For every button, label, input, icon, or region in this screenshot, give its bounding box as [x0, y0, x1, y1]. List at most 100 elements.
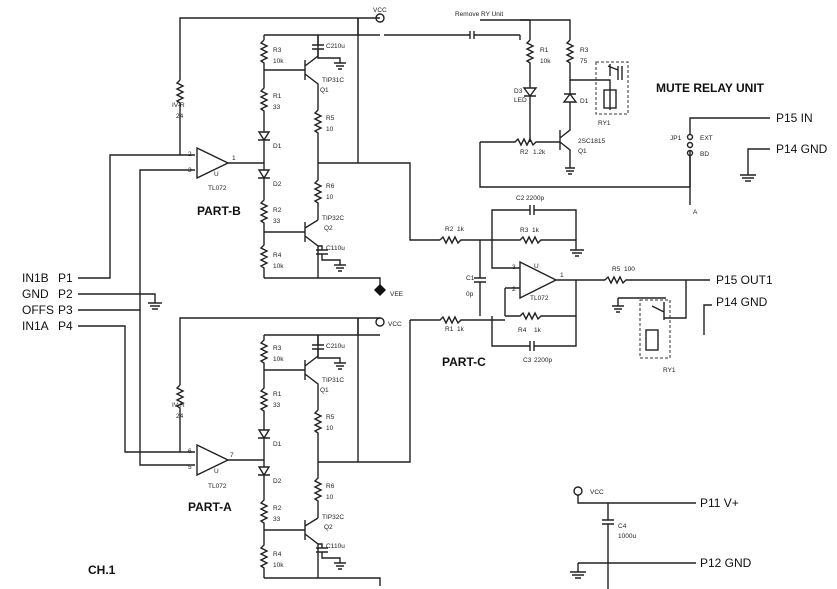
svg-text:JP1: JP1: [670, 135, 682, 142]
svg-text:R6: R6: [326, 183, 335, 190]
pin-label-gnd: GND: [22, 287, 49, 301]
svg-text:C2: C2: [326, 343, 335, 350]
vcc-label-top: VCC: [373, 7, 387, 14]
svg-text:R5: R5: [612, 266, 621, 273]
pin-label-in1b: IN1B: [22, 271, 49, 285]
svg-text:R3: R3: [273, 345, 282, 352]
svg-text:24: 24: [176, 113, 184, 120]
svg-text:R3: R3: [520, 227, 529, 234]
svg-text:1k: 1k: [457, 326, 465, 333]
svg-text:2200p: 2200p: [526, 195, 544, 202]
svg-text:10u: 10u: [334, 245, 345, 252]
part-a: PART-A 6 5 7 U TL072 IV-R 24 R3 10k R1 3…: [172, 317, 411, 586]
svg-text:R2: R2: [445, 226, 454, 233]
svg-text:10: 10: [326, 425, 334, 432]
svg-text:10u: 10u: [334, 43, 345, 50]
resistor-chain-b-bottom: [257, 169, 271, 278]
svg-text:TIP32C: TIP32C: [322, 215, 344, 222]
svg-text:10u: 10u: [334, 343, 345, 350]
svg-text:TIP32C: TIP32C: [322, 514, 344, 521]
part-b: PART-B 2 3 1 U TL072 IV-R 24 R3 10k R1 3…: [172, 7, 440, 298]
svg-text:75: 75: [580, 58, 588, 65]
svg-text:R1: R1: [445, 326, 454, 333]
svg-text:D2: D2: [273, 478, 282, 485]
svg-text:1: 1: [232, 155, 236, 162]
svg-text:10u: 10u: [334, 543, 345, 550]
svg-text:Q1: Q1: [320, 387, 329, 394]
svg-text:2200p: 2200p: [534, 357, 552, 364]
svg-text:D1: D1: [273, 441, 282, 448]
vee-label-b: VEE: [390, 291, 404, 298]
pin-number-p1: P1: [58, 271, 73, 285]
svg-text:D3: D3: [514, 88, 523, 95]
svg-text:1k: 1k: [534, 327, 542, 334]
svg-text:R4: R4: [518, 327, 527, 334]
svg-text:RY1: RY1: [663, 367, 676, 374]
part-b-label: PART-B: [197, 204, 241, 218]
svg-text:D2: D2: [273, 181, 282, 188]
resistor-ivr-b: [175, 79, 185, 110]
svg-text:TL072: TL072: [208, 185, 227, 192]
svg-text:U: U: [214, 171, 219, 178]
p12-label: P12 GND: [700, 556, 752, 570]
part-c-label: PART-C: [442, 355, 486, 369]
svg-text:EXT: EXT: [700, 135, 713, 142]
svg-text:C3: C3: [523, 357, 532, 364]
part-a-label: PART-A: [188, 500, 232, 514]
svg-text:R3: R3: [273, 47, 282, 54]
p14-gnd-label: P14 GND: [716, 295, 768, 309]
left-connector: IN1B P1 GND P2 OFFS P3 IN1A P4: [22, 271, 73, 333]
svg-text:5: 5: [188, 464, 192, 471]
svg-text:R3: R3: [580, 47, 589, 54]
svg-text:33: 33: [273, 218, 281, 225]
svg-text:10k: 10k: [273, 356, 284, 363]
svg-text:R1: R1: [273, 391, 282, 398]
svg-text:10: 10: [326, 494, 334, 501]
svg-text:6: 6: [188, 448, 192, 455]
svg-text:VCC: VCC: [590, 489, 604, 496]
opamp-c: [519, 260, 558, 300]
svg-text:1000u: 1000u: [618, 533, 636, 540]
svg-text:Q2: Q2: [324, 225, 333, 232]
svg-text:0p: 0p: [466, 291, 474, 298]
svg-text:C2: C2: [326, 43, 335, 50]
svg-text:10k: 10k: [273, 58, 284, 65]
svg-text:R1: R1: [273, 93, 282, 100]
mute-relay-label: MUTE RELAY UNIT: [656, 81, 765, 95]
p11-label: P11 V+: [700, 496, 739, 510]
pin-label-in1a: IN1A: [22, 319, 49, 333]
svg-text:2SC1815: 2SC1815: [578, 138, 605, 145]
svg-text:C4: C4: [618, 523, 627, 530]
svg-text:24: 24: [176, 413, 184, 420]
svg-text:R4: R4: [273, 551, 282, 558]
pin-number-p2: P2: [58, 287, 73, 301]
svg-text:33: 33: [273, 104, 281, 111]
svg-text:LED: LED: [514, 97, 527, 104]
svg-text:IV-R: IV-R: [172, 102, 185, 109]
p15-in-label: P15 IN: [776, 111, 813, 125]
input-wires: [78, 154, 195, 466]
svg-text:C1: C1: [326, 245, 335, 252]
pin-label-offs: OFFS: [22, 303, 54, 317]
svg-text:Q2: Q2: [324, 524, 333, 531]
p15-out1-label: P15 OUT1: [716, 273, 773, 287]
svg-text:U: U: [534, 263, 539, 270]
svg-text:33: 33: [273, 516, 281, 523]
svg-text:C1: C1: [326, 543, 335, 550]
svg-text:TIP31C: TIP31C: [322, 377, 344, 384]
svg-text:1k: 1k: [457, 226, 465, 233]
svg-text:100: 100: [624, 266, 635, 273]
svg-text:D1: D1: [580, 98, 589, 105]
mute-relay-unit: MUTE RELAY UNIT R1 10k D3 LED R3 75 D1 R…: [479, 19, 828, 216]
svg-text:Q1: Q1: [578, 148, 587, 155]
svg-text:TL072: TL072: [530, 295, 549, 302]
svg-text:7: 7: [230, 452, 234, 459]
svg-text:BD: BD: [700, 151, 709, 158]
opamp-b: [196, 146, 230, 180]
svg-text:2: 2: [512, 286, 516, 293]
channel-label: CH.1: [88, 563, 116, 577]
svg-text:1.2k: 1.2k: [533, 149, 546, 156]
svg-text:TIP31C: TIP31C: [322, 77, 344, 84]
part-c: PART-C R2 1k C2 2200p R3 1k C1 0p 3 2 1 …: [410, 195, 773, 374]
svg-text:10: 10: [326, 194, 334, 201]
